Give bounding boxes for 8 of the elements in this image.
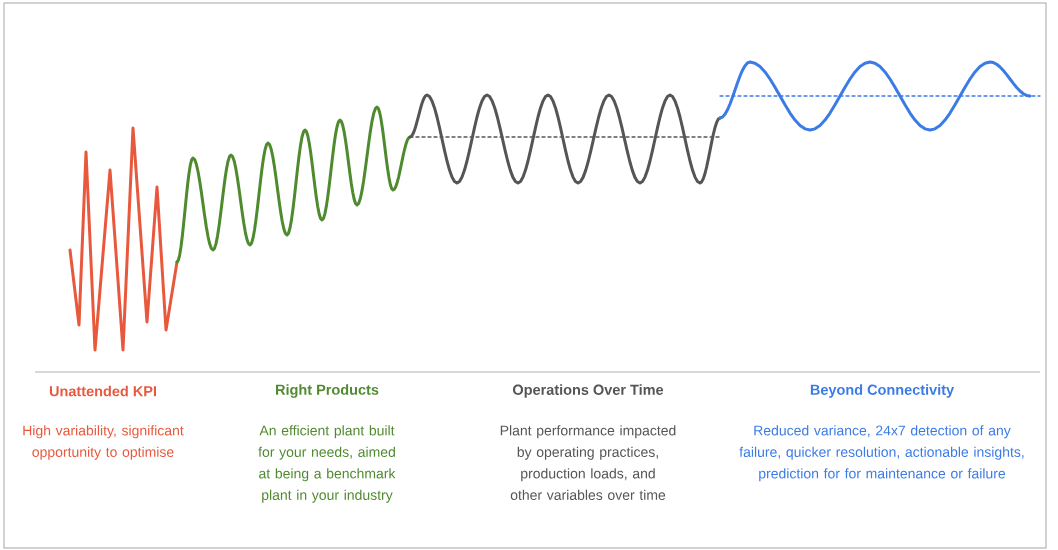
column-heading: Unattended KPI bbox=[49, 385, 156, 397]
column-description: Plant performance impacted by operating practices, production loads, and other variables over time bbox=[500, 425, 676, 500]
column-heading: Beyond Connectivity bbox=[810, 384, 954, 398]
column-description: An efficient plant built for your needs, aimed at being a benchmark plant in your industry bbox=[258, 425, 396, 503]
column-heading: Right Products bbox=[276, 384, 379, 398]
column-description: Reduced variance, 24x7 detection of any failure, quicker resolution, actionable insights, prediction for for maintenance or failure bbox=[739, 425, 1024, 482]
column-heading: Operations Over Time bbox=[513, 384, 664, 398]
column-description: High variability, significant opportunity to optimise bbox=[23, 425, 184, 460]
